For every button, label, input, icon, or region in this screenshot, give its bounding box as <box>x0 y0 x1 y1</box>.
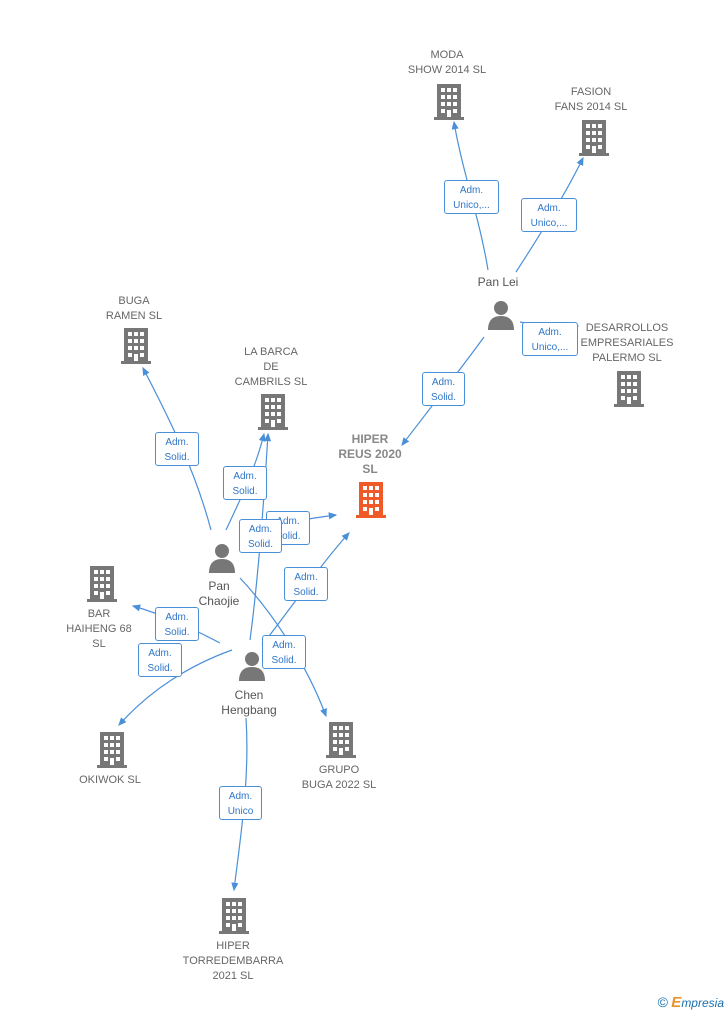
edge-label-chen-hiperreus[interactable]: Adm. Solid. <box>284 567 328 601</box>
edge-label-panchaojie-bugaramen[interactable]: Adm. Solid. <box>155 432 199 466</box>
company-fasion-label[interactable]: FASION FANS 2014 SL <box>554 86 628 113</box>
edge-label-chen-torredembarra[interactable]: Adm. Unico <box>219 786 262 820</box>
edge-label-panlei-moda[interactable]: Adm. Unico,... <box>444 180 499 214</box>
person-panchaojie-label[interactable]: Pan Chaojie <box>198 579 240 608</box>
edge-label-panchaojie-grupobuga[interactable]: Adm. Solid. <box>262 635 306 669</box>
edge-chen-okiwok <box>118 649 233 726</box>
company-bugaramen-icon[interactable] <box>121 328 151 364</box>
company-moda-icon[interactable] <box>434 84 464 120</box>
edge-label-panchaojie-labarca[interactable]: Adm. Solid. <box>223 466 267 500</box>
person-panchaojie-icon[interactable] <box>209 544 235 573</box>
company-desarrollos-label[interactable]: DESARROLLOS EMPRESARIALES PALERMO SL <box>580 322 674 364</box>
person-chen-label[interactable]: Chen Hengbang <box>221 688 277 717</box>
company-labarca-icon[interactable] <box>258 394 288 430</box>
edge-label-chen-labarca[interactable]: Adm. Solid. <box>239 519 282 553</box>
company-labarca-label[interactable]: LA BARCA DE CAMBRILS SL <box>234 346 308 388</box>
edge-label-panlei-desarrollos[interactable]: Adm. Unico,... <box>522 322 578 356</box>
company-barhaiheng-icon[interactable] <box>87 566 117 602</box>
edge-label-panlei-fasion[interactable]: Adm. Unico,... <box>521 198 577 232</box>
company-okiwok-icon[interactable] <box>97 732 127 768</box>
edge-label-panchaojie-barhaiheng[interactable]: Adm. Solid. <box>155 607 199 641</box>
company-moda-label[interactable]: MODA SHOW 2014 SL <box>407 49 487 76</box>
company-hiperreus-label[interactable]: HIPER REUS 2020 SL <box>338 432 402 476</box>
person-panlei-icon[interactable] <box>488 301 514 330</box>
person-panlei-label[interactable]: Pan Lei <box>477 275 519 289</box>
company-torredembarra-icon[interactable] <box>219 898 249 934</box>
company-fasion-icon[interactable] <box>579 120 609 156</box>
company-grupobuga-icon[interactable] <box>326 722 356 758</box>
company-torredembarra-label[interactable]: HIPER TORREDEMBARRA 2021 SL <box>182 940 284 982</box>
edge-label-chen-okiwok[interactable]: Adm. Solid. <box>138 643 182 677</box>
company-barhaiheng-label[interactable]: BAR HAIHENG 68 SL <box>66 608 132 650</box>
copyright-icon: © <box>657 994 668 1010</box>
company-desarrollos-icon[interactable] <box>614 371 644 407</box>
company-grupobuga-label[interactable]: GRUPO BUGA 2022 SL <box>301 764 377 791</box>
company-okiwok-label[interactable]: OKIWOK SL <box>79 774 141 786</box>
brand-logo: © Empresia <box>657 994 724 1011</box>
edge-label-panlei-hiperreus[interactable]: Adm. Solid. <box>422 372 465 406</box>
company-bugaramen-label[interactable]: BUGA RAMEN SL <box>105 295 163 322</box>
company-hiperreus-icon[interactable] <box>356 482 386 518</box>
